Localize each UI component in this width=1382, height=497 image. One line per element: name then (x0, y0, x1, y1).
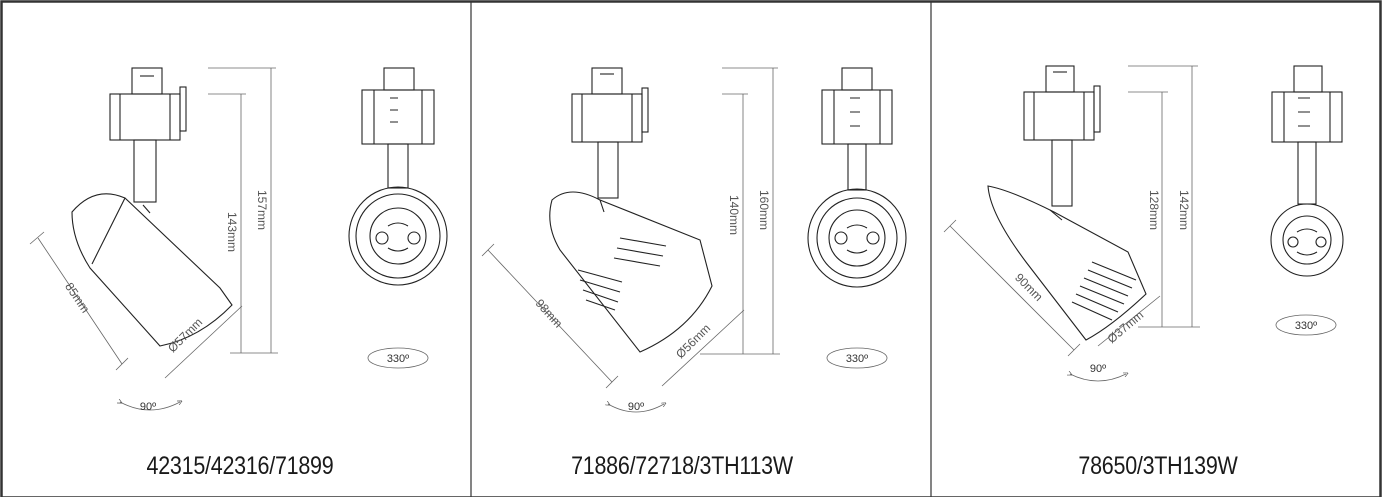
p2-height-inner: 140mm (727, 195, 741, 235)
panel-2-front-view (807, 67, 907, 288)
panel-1-dimensions (29, 67, 429, 411)
p1-tilt-label: 90º (140, 401, 156, 413)
p3-rotation-label: 330º (1295, 320, 1317, 332)
p2-diameter: Ø56mm (673, 321, 713, 361)
p2-rotation-label: 330º (846, 353, 868, 365)
panel-2-model: 71886/72718/3TH113W (571, 452, 793, 480)
p3-length: 90mm (1012, 270, 1045, 303)
p1-diameter: Ø57mm (165, 315, 205, 355)
panel-1-drawing (71, 67, 233, 347)
panel-3-drawing (987, 65, 1147, 341)
p1-height-inner: 143mm (225, 212, 239, 252)
p2-length: 98mm (533, 296, 566, 330)
p1-rotation-label: 330º (387, 353, 409, 365)
panel-3-front-view (1270, 65, 1344, 277)
p1-length: 85mm (62, 280, 92, 315)
panel-2-drawing (549, 67, 713, 353)
p3-tilt-label: 90º (1090, 363, 1106, 375)
panel-2-dimensions (481, 67, 888, 413)
p3-height-inner: 128mm (1147, 190, 1161, 230)
panel-1-front-view (348, 67, 448, 286)
panel-3-dimensions (943, 65, 1337, 382)
panel-3-model: 78650/3TH139W (1078, 452, 1238, 480)
panel-1-model: 42315/42316/71899 (146, 452, 334, 480)
p2-tilt-label: 90º (628, 401, 644, 413)
p1-height-outer: 157mm (255, 190, 269, 230)
p2-height-outer: 160mm (757, 190, 771, 230)
p3-height-outer: 142mm (1177, 190, 1191, 230)
